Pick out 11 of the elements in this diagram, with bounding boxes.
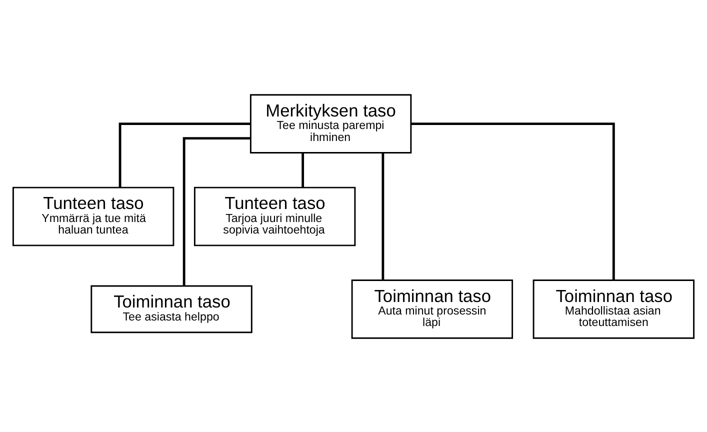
node-box: Toiminnan taso Tee asiasta helppo — [90, 284, 252, 333]
connector — [411, 122, 615, 280]
node-box: Tunteen taso Ymmärrä ja tue mitä haluan tuntea — [12, 186, 174, 246]
connector — [302, 152, 304, 188]
node-box: Merkityksen taso Tee minusta parempi ihminen — [250, 94, 412, 153]
node-box: Tunteen taso Tarjoa juuri minulle sopivia vaihtoehtoja — [194, 186, 356, 246]
connector — [118, 122, 251, 187]
node-box: Toiminnan taso Mahdollistaa asian toteuttamisen — [532, 278, 695, 338]
node-box: Toiminnan taso Auta minut prosessin läpi — [351, 278, 514, 338]
connector — [182, 136, 251, 286]
connector — [382, 152, 384, 280]
